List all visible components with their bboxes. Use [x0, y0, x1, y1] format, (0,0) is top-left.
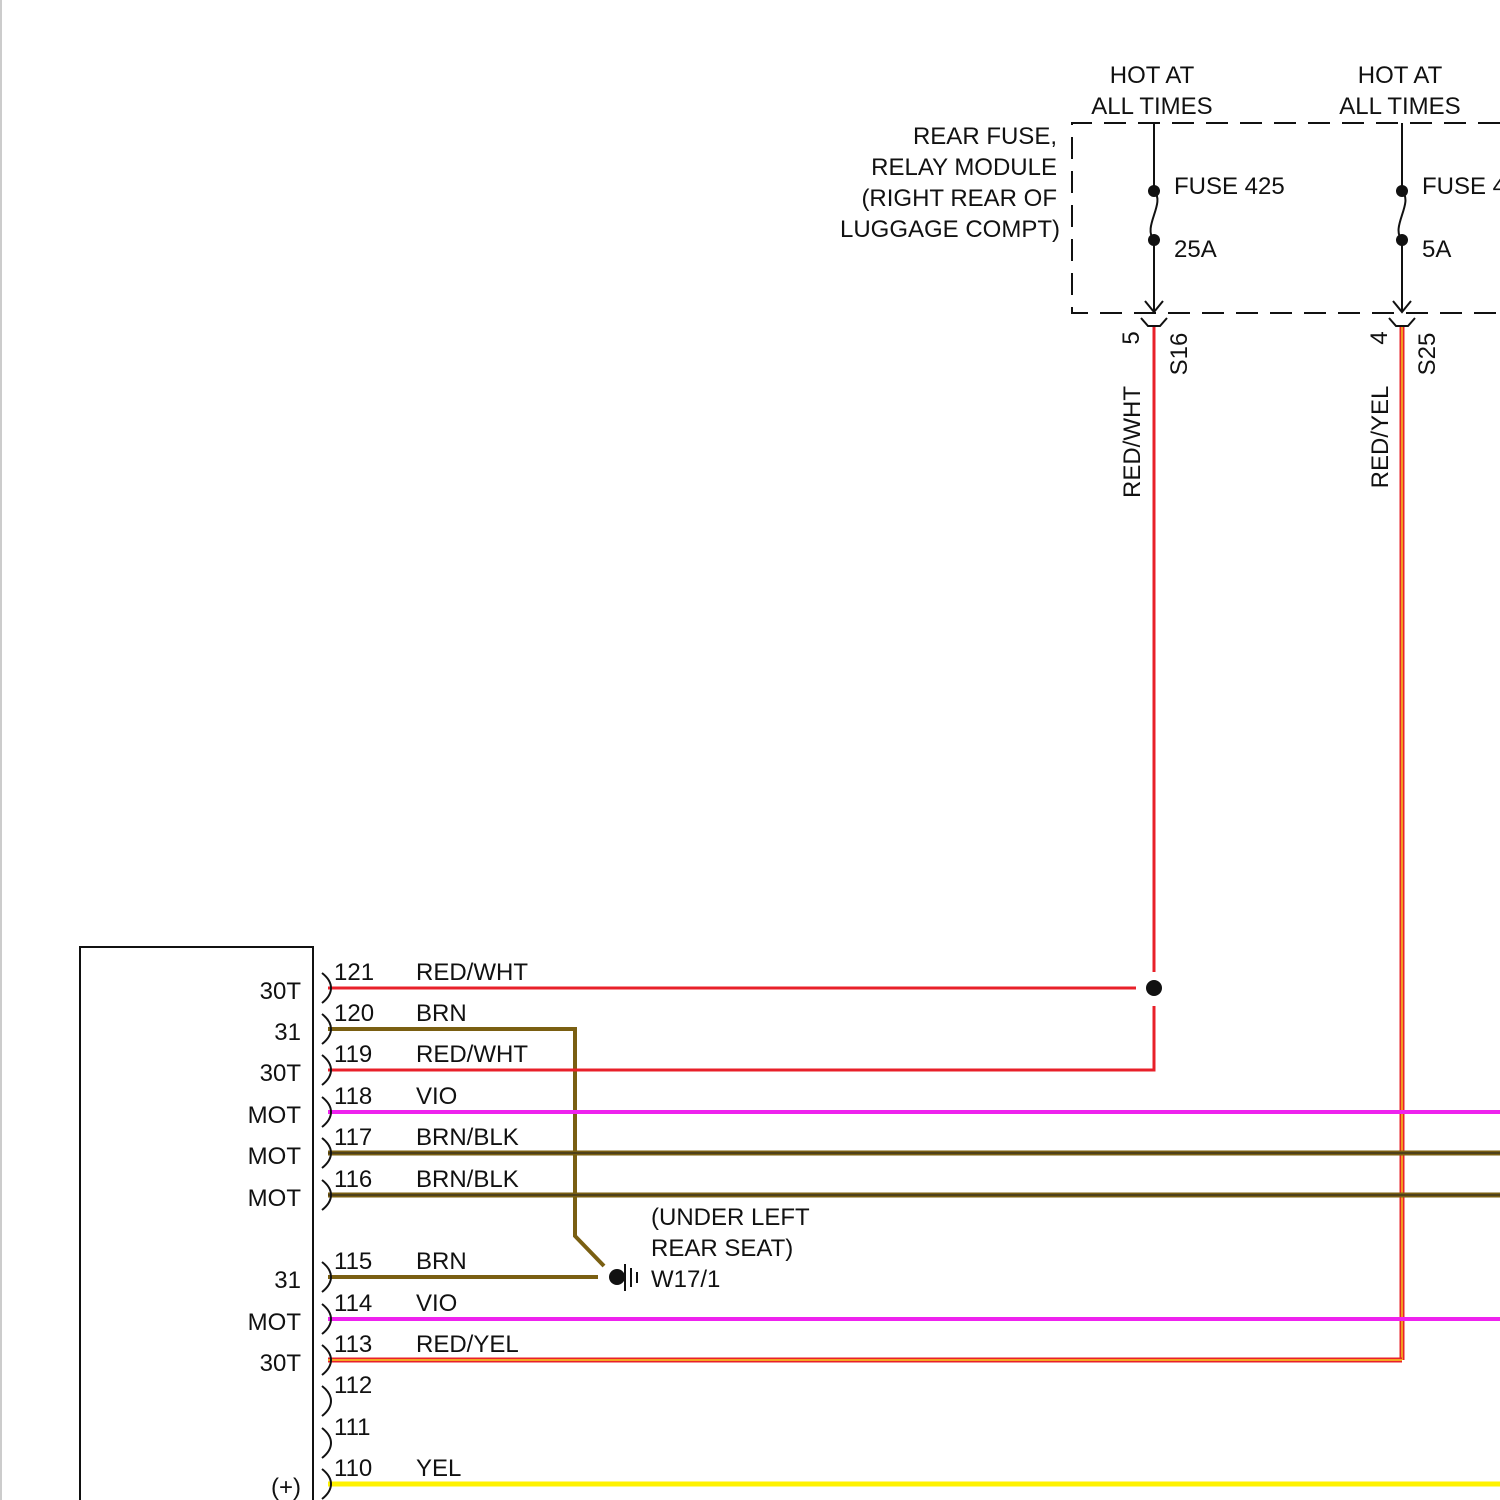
connector-pin-119: 119 30T RED/WHT — [260, 1041, 529, 1087]
fuse-module-dashed-border — [1072, 123, 1500, 313]
pin-number: 119 — [334, 1041, 372, 1068]
pin-function: MOT — [248, 1143, 302, 1170]
wire-color-red-wht-vertical-label: RED/WHT — [1119, 386, 1146, 498]
fuse-425-name: FUSE 425 — [1174, 173, 1285, 200]
fuse-425-element-icon — [1151, 191, 1158, 240]
pin-function: 30T — [260, 978, 302, 1005]
connector-s16-symbol — [1141, 318, 1167, 326]
fuse-module-label-line-4: LUGGAGE COMPT) — [840, 216, 1060, 243]
pin-wire-color: RED/WHT — [416, 1041, 528, 1068]
pin-number: 120 — [334, 1000, 374, 1027]
pin-wire-color: BRN/BLK — [416, 1166, 519, 1193]
pin-number: 116 — [334, 1166, 372, 1193]
fuse-4-name: FUSE 4 — [1422, 173, 1500, 200]
connector-pin-list: 12130TRED/WHT12031BRN11930TRED/WHT118MOT… — [248, 959, 529, 1500]
fuse-module-label-line-1: REAR FUSE, — [913, 123, 1057, 150]
fuse-4-hot-line-1: HOT AT — [1358, 62, 1443, 89]
fuse-425-hot-line-1: HOT AT — [1110, 62, 1195, 89]
ground-label-line-3: W17/1 — [651, 1266, 720, 1293]
pin-number: 110 — [334, 1455, 372, 1482]
fuse-4-hot-line-2: ALL TIMES — [1339, 93, 1460, 120]
fuse-425-pin-number: 5 — [1118, 331, 1145, 344]
connector-terminal-icon — [322, 1386, 331, 1416]
fuse-425-rating: 25A — [1174, 236, 1217, 263]
ground-w17-1: (UNDER LEFT REAR SEAT) W17/1 — [609, 1204, 810, 1293]
pin-wire-color: BRN — [416, 1248, 467, 1275]
pin-function: MOT — [248, 1102, 302, 1129]
pin-wire-color: BRN/BLK — [416, 1124, 519, 1151]
fuse-4: HOT AT ALL TIMES FUSE 4 5A 4 S25 RED/YEL — [1339, 62, 1500, 488]
fuse-module-label-line-3: (RIGHT REAR OF — [861, 185, 1057, 212]
wire-color-red-yel-vertical-label: RED/YEL — [1367, 386, 1394, 489]
fuse-4-rating: 5A — [1422, 236, 1451, 263]
fuse-module-label-line-2: RELAY MODULE — [871, 154, 1057, 181]
pin-number: 114 — [334, 1290, 372, 1317]
pin-wire-color: VIO — [416, 1290, 457, 1317]
pin-number: 113 — [334, 1331, 372, 1358]
connector-pin-112: 112 — [322, 1372, 372, 1416]
wires — [328, 326, 1500, 1484]
pin-function: (+) — [271, 1474, 301, 1500]
connector-s25-symbol — [1389, 318, 1415, 326]
pin-function: 31 — [274, 1267, 301, 1294]
pin-function: 31 — [274, 1019, 301, 1046]
pin-function: 30T — [260, 1350, 302, 1377]
connector-pin-115: 115 31 BRN — [274, 1248, 466, 1294]
connector-pin-113: 113 30T RED/YEL — [260, 1331, 519, 1377]
pin-wire-color: VIO — [416, 1083, 457, 1110]
pin-function: 30T — [260, 1060, 302, 1087]
connector-pin-111: 111 — [322, 1414, 370, 1458]
pin-number: 112 — [334, 1372, 372, 1399]
pin-wire-color: YEL — [416, 1455, 461, 1482]
ground-label-line-1: (UNDER LEFT — [651, 1204, 810, 1231]
pin-wire-color: RED/YEL — [416, 1331, 519, 1358]
pin-wire-color: BRN — [416, 1000, 467, 1027]
splice-dot — [1146, 980, 1162, 996]
connector-pin-110: 110 (+) YEL — [271, 1455, 461, 1500]
pin-wire-color: RED/WHT — [416, 959, 528, 986]
pin-number: 118 — [334, 1083, 372, 1110]
component-module — [1, 0, 313, 1500]
ground-point-dot — [609, 1269, 625, 1285]
connector-pin-120: 120 31 BRN — [274, 1000, 466, 1046]
fuse-425-hot-line-2: ALL TIMES — [1091, 93, 1212, 120]
pin-number: 111 — [334, 1414, 370, 1441]
connector-s16-label: S16 — [1166, 333, 1193, 376]
fuse-4-element-icon — [1399, 191, 1406, 240]
pin-number: 115 — [334, 1248, 372, 1275]
pin-function: MOT — [248, 1309, 302, 1336]
ground-label-line-2: REAR SEAT) — [651, 1235, 793, 1262]
pin-number: 121 — [334, 959, 374, 986]
connector-terminal-icon — [322, 1428, 331, 1458]
fuse-425: HOT AT ALL TIMES FUSE 425 25A 5 S16 RED/… — [1091, 62, 1284, 498]
fuse-4-pin-number: 4 — [1366, 331, 1393, 344]
connector-s25-label: S25 — [1414, 333, 1441, 376]
connector-pin-121: 121 30T RED/WHT — [260, 959, 529, 1005]
pin-number: 117 — [334, 1124, 372, 1151]
pin-function: MOT — [248, 1185, 302, 1212]
